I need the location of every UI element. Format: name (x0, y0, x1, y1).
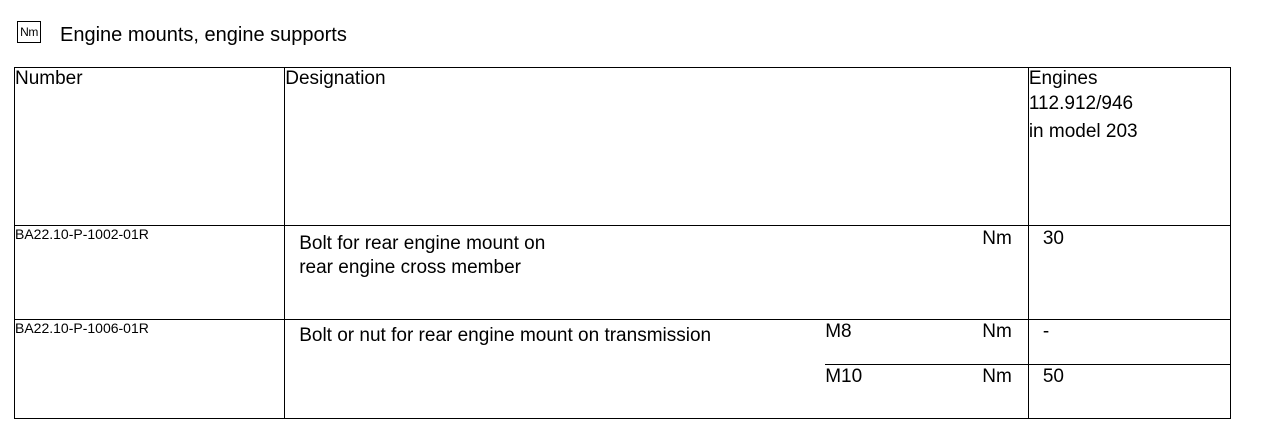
torque-value: - (1042, 321, 1050, 342)
torque-nm-icon: Nm (17, 21, 41, 43)
row-number: BA22.10-P-1002-01R (13, 225, 286, 320)
column-header-designation: Designation (284, 67, 1029, 226)
torque-spec-table: Number Designation Engines 112.912/946 i… (13, 67, 1232, 419)
thread-size: M10 (825, 366, 863, 387)
row-designation: Bolt or nut for rear engine mount on tra… (284, 319, 1029, 419)
row-number: BA22.10-P-1006-01R (13, 319, 286, 419)
thread-size: M8 (825, 321, 852, 342)
torque-value: 50 (1042, 366, 1064, 387)
sub-row-divider (1028, 364, 1230, 365)
engines-model: in model 203 (1028, 121, 1138, 142)
engines-code: 112.912/946 (1028, 93, 1134, 114)
table-row: BA22.10-P-1006-01R Bolt or nut for rear … (13, 319, 1232, 419)
column-header-number: Number (13, 67, 286, 226)
unit-label: Nm (982, 228, 1012, 249)
unit-label: Nm (982, 366, 1012, 387)
table-header-row: Number Designation Engines 112.912/946 i… (13, 67, 1232, 226)
unit-label: Nm (982, 321, 1012, 342)
section-heading: Nm Engine mounts, engine supports (17, 20, 347, 50)
column-header-engines: Engines 112.912/946 in model 203 (1027, 67, 1232, 226)
designation-line: Bolt for rear engine mount on (299, 233, 546, 254)
torque-value: 30 (1042, 228, 1064, 249)
row-value: 30 (1027, 225, 1232, 320)
engines-label: Engines (1028, 68, 1098, 89)
designation-line: rear engine cross member (299, 257, 521, 278)
designation-line: Bolt or nut for rear engine mount on tra… (299, 325, 712, 346)
page-title: Engine mounts, engine supports (60, 23, 347, 46)
sub-row-divider (825, 364, 1029, 365)
row-designation: Bolt for rear engine mount on rear engin… (284, 225, 1029, 320)
table-row: BA22.10-P-1002-01R Bolt for rear engine … (13, 225, 1232, 320)
row-value: - 50 (1027, 319, 1232, 419)
